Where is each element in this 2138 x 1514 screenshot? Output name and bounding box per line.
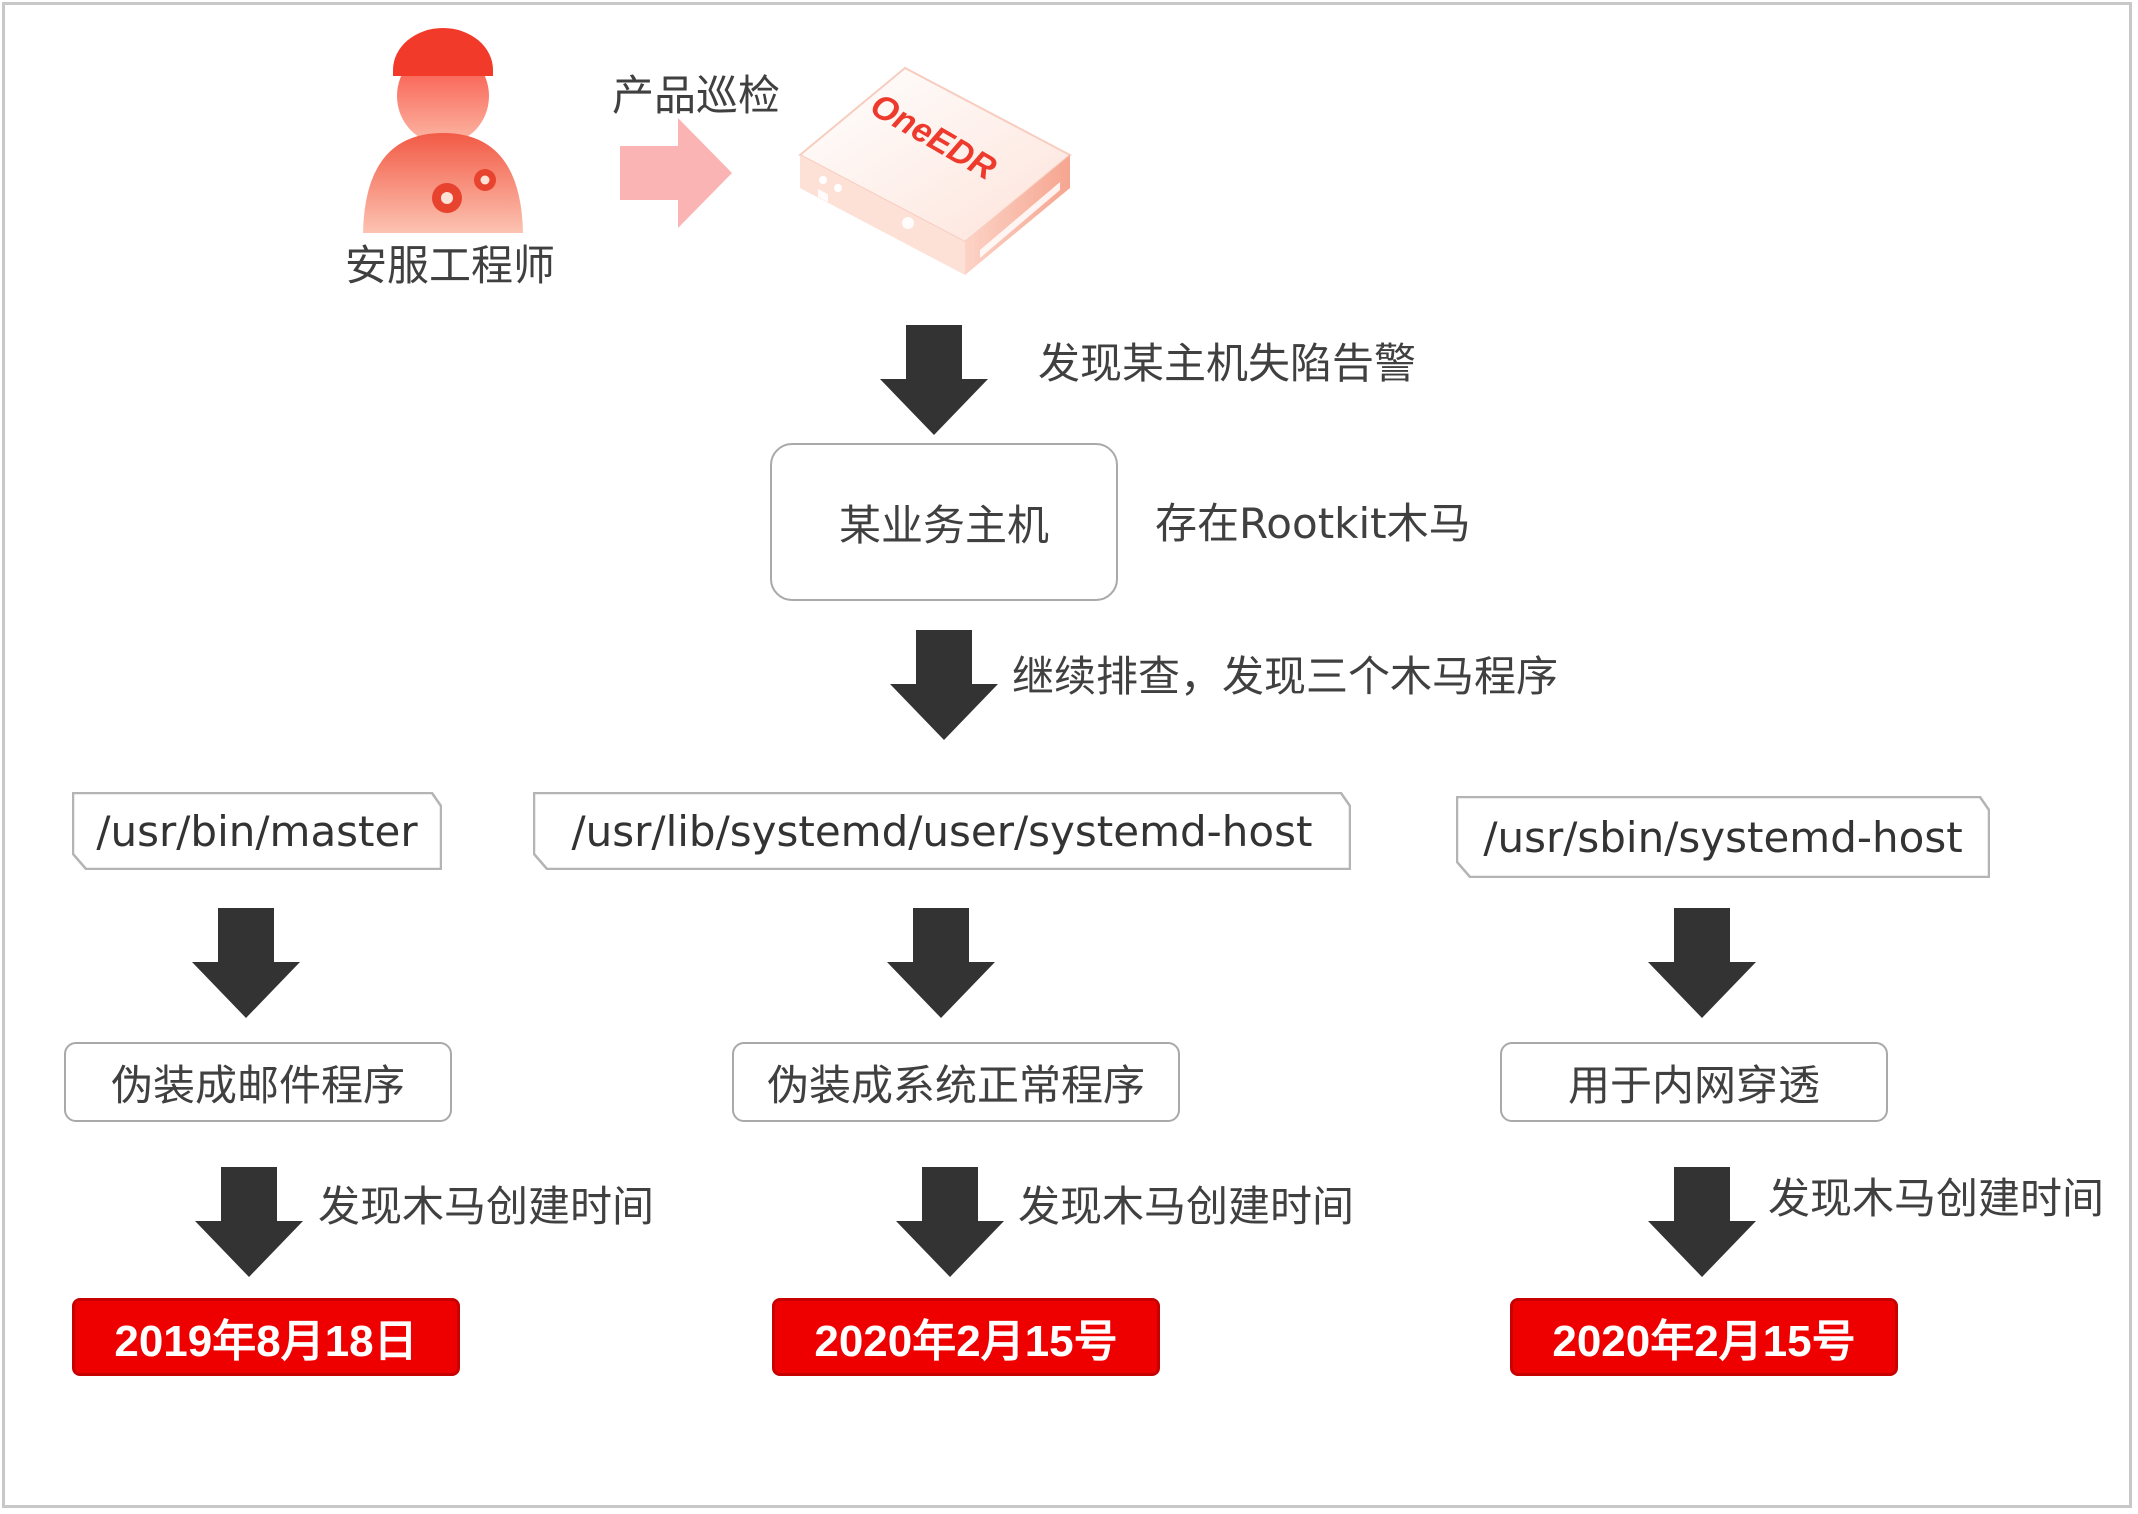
engineer-label: 安服工程师 [345, 241, 556, 290]
down-arrow-icon [896, 1167, 1004, 1277]
found-time-label: 发现木马创建时间 [1018, 1182, 1355, 1231]
down-arrow-icon [880, 325, 988, 435]
trojan-purpose-box: 伪装成邮件程序 [64, 1042, 452, 1122]
host-box: 某业务主机 [770, 443, 1118, 601]
rootkit-label: 存在Rootkit木马 [1155, 499, 1471, 548]
down-arrow-icon [192, 908, 300, 1018]
trojan-path: /usr/sbin/systemd-host [1483, 812, 1963, 862]
trojan-path: /usr/bin/master [96, 806, 418, 856]
trojan-path: /usr/lib/systemd/user/systemd-host [571, 806, 1313, 856]
down-arrow-icon [195, 1167, 303, 1277]
alert-label: 发现某主机失陷告警 [1038, 339, 1417, 388]
trojan-path-box: /usr/lib/systemd/user/systemd-host [533, 792, 1351, 870]
inspection-label: 产品巡检 [612, 71, 781, 120]
down-arrow-icon [1648, 908, 1756, 1018]
creation-date-badge: 2020年2月15号 [1510, 1298, 1898, 1376]
creation-date-badge: 2020年2月15号 [772, 1298, 1160, 1376]
continue-label: 继续排查，发现三个木马程序 [1012, 652, 1559, 701]
down-arrow-icon [1648, 1167, 1756, 1277]
oneedr-device-icon: OneEDR [798, 66, 1072, 275]
engineer-icon [363, 28, 523, 233]
down-arrow-icon [887, 908, 995, 1018]
creation-date-badge: 2019年8月18日 [72, 1298, 460, 1376]
trojan-purpose-box: 用于内网穿透 [1500, 1042, 1888, 1122]
trojan-path-box: /usr/bin/master [72, 792, 442, 870]
trojan-path-box: /usr/sbin/systemd-host [1456, 796, 1990, 878]
inspection-arrow-icon [620, 118, 732, 228]
down-arrow-icon [890, 630, 998, 740]
found-time-label: 发现木马创建时间 [318, 1182, 655, 1231]
found-time-label: 发现木马创建时间 [1768, 1174, 2105, 1223]
trojan-purpose-box: 伪装成系统正常程序 [732, 1042, 1180, 1122]
